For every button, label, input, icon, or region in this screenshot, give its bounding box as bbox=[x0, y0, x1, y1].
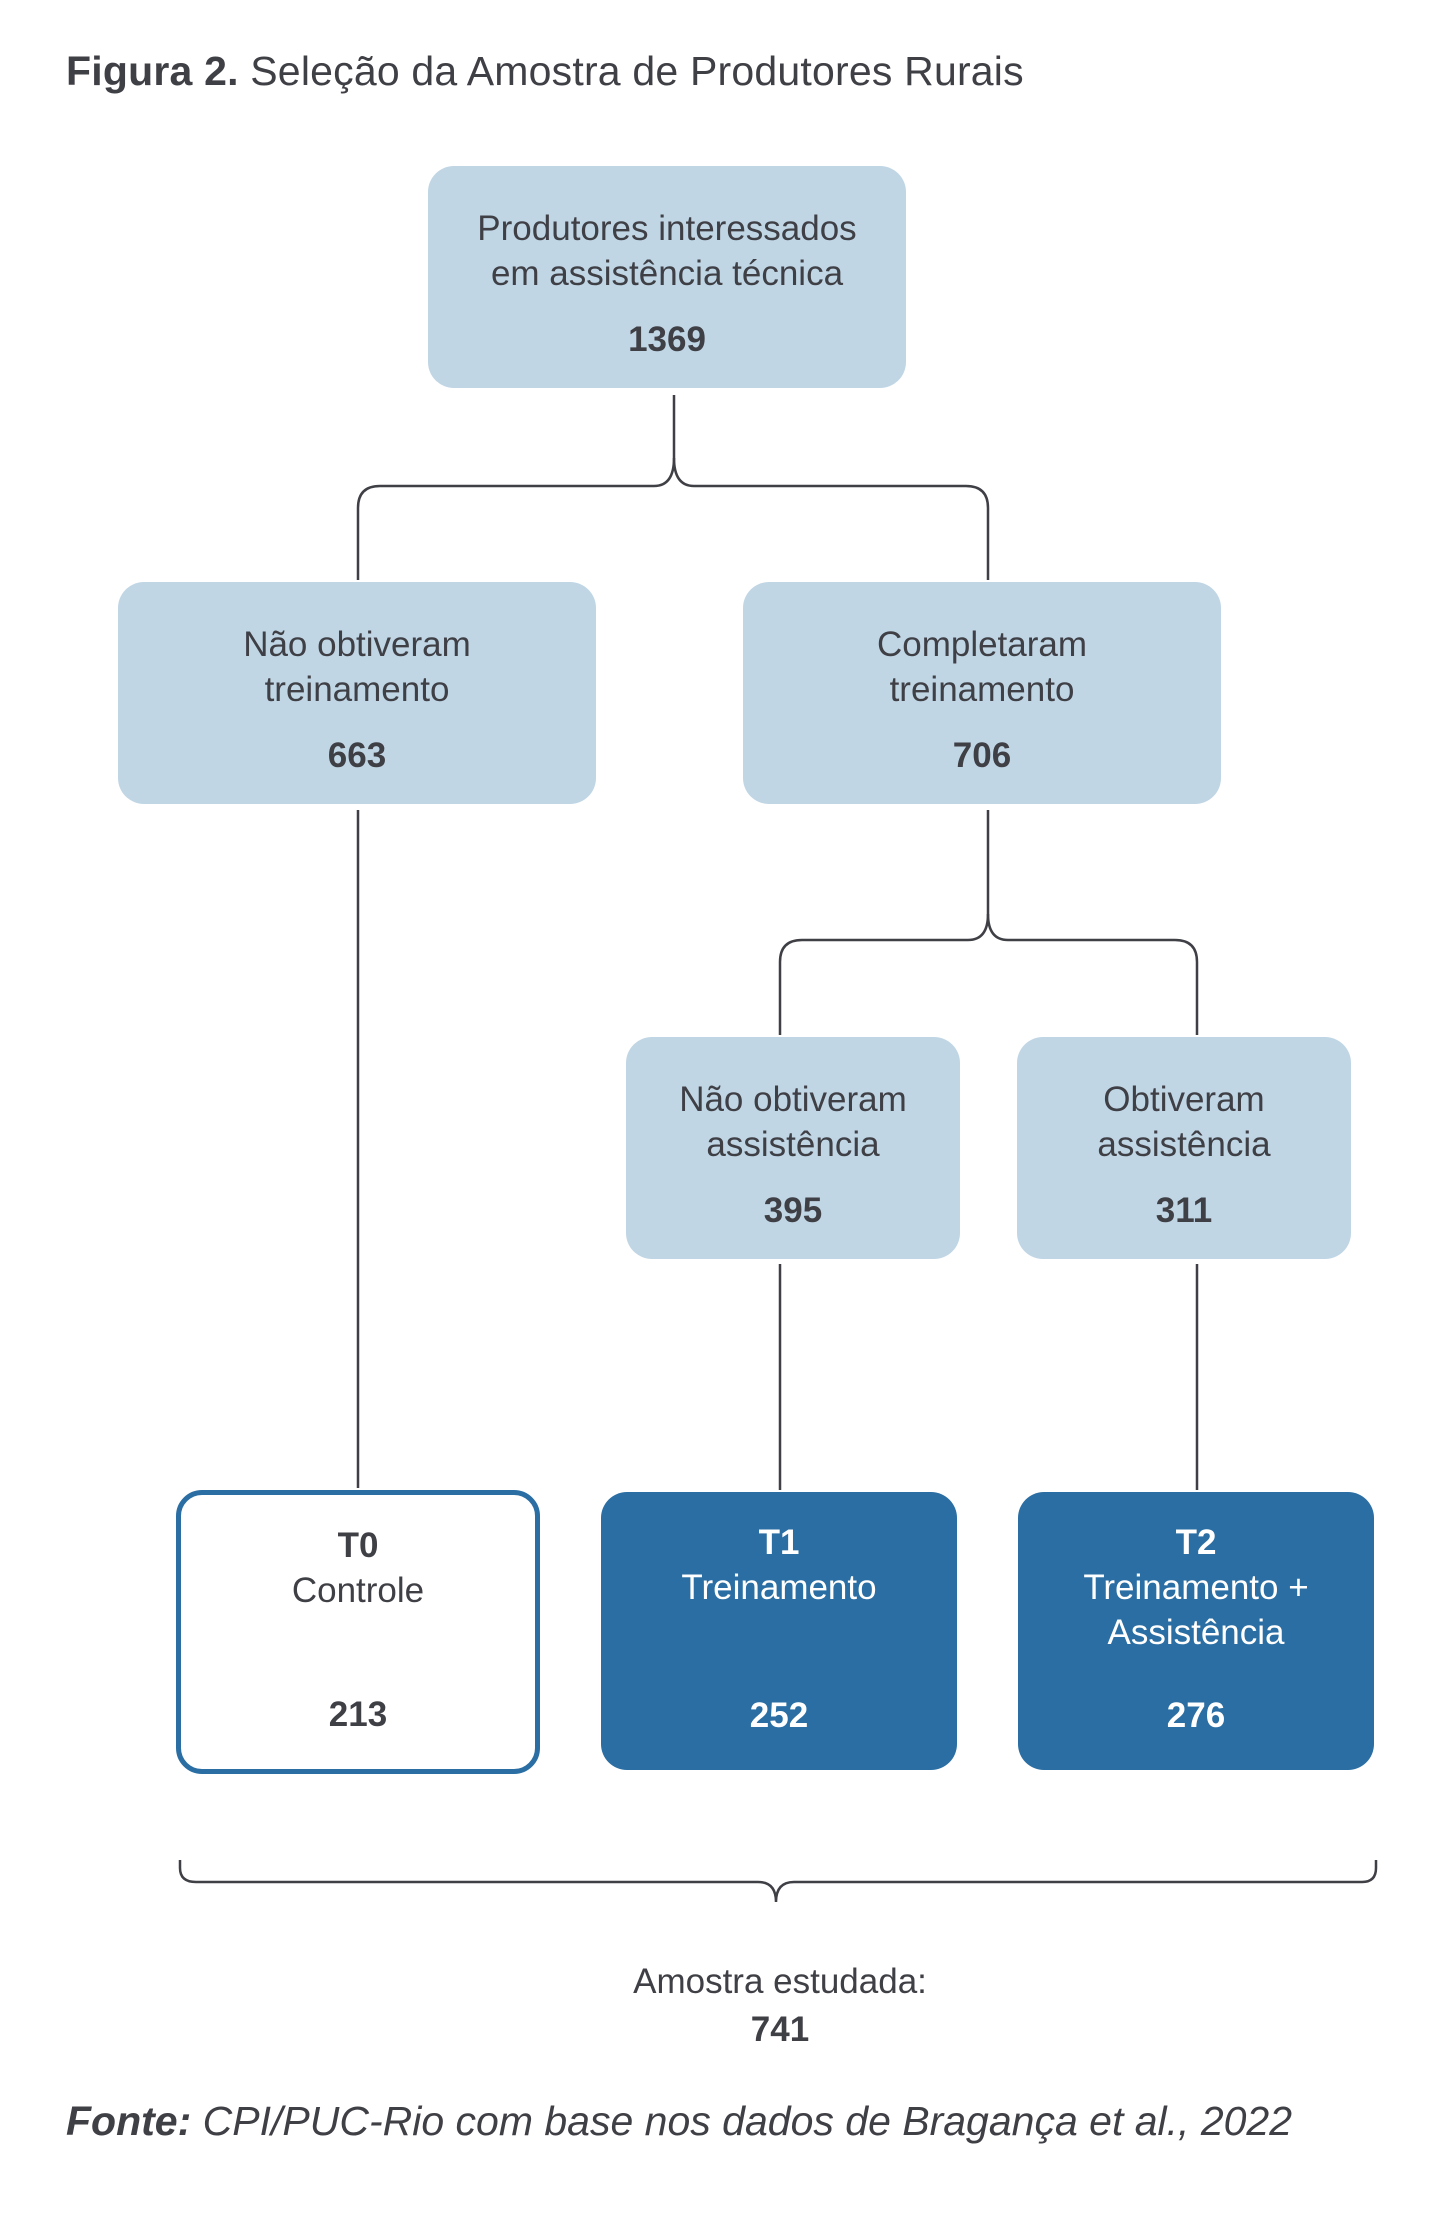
connector-completed bbox=[778, 810, 990, 1035]
group-code: T1 bbox=[758, 1523, 800, 1562]
figure-title: Figura 2. Seleção da Amostra de Produtor… bbox=[66, 48, 1024, 95]
node-count: 311 bbox=[1155, 1191, 1213, 1230]
node-label-line2: treinamento bbox=[889, 670, 1075, 709]
connector-root-right bbox=[672, 457, 990, 580]
group-t1-training: T1 Treinamento 252 bbox=[601, 1492, 957, 1770]
connector-root bbox=[356, 395, 676, 580]
group-t0-control: T0 Controle 213 bbox=[176, 1490, 540, 1774]
group-code: T2 bbox=[1175, 1523, 1217, 1562]
group-label-line1: Treinamento bbox=[681, 1568, 877, 1607]
node-no-training: Não obtiveram treinamento 663 bbox=[118, 582, 596, 804]
group-code: T0 bbox=[337, 1526, 379, 1565]
node-interested-producers: Produtores interessados em assistência t… bbox=[428, 166, 906, 388]
group-count: 252 bbox=[749, 1696, 809, 1735]
node-count: 663 bbox=[327, 736, 387, 775]
node-label-line1: Completaram bbox=[876, 625, 1088, 664]
source-note: Fonte: CPI/PUC-Rio com base nos dados de… bbox=[66, 2098, 1292, 2145]
node-count: 395 bbox=[763, 1191, 823, 1230]
sample-label: Amostra estudada: bbox=[633, 1962, 927, 2001]
node-label-line2: em assistência técnica bbox=[490, 254, 844, 293]
group-label-line2: Assistência bbox=[1107, 1613, 1285, 1652]
node-label-line2: treinamento bbox=[264, 670, 450, 709]
node-got-assistance: Obtiveram assistência 311 bbox=[1017, 1037, 1351, 1259]
node-count: 1369 bbox=[628, 320, 706, 359]
node-label-line1: Obtiveram bbox=[1103, 1080, 1265, 1119]
node-label-line1: Produtores interessados bbox=[477, 209, 857, 248]
figure-number: Figura 2. bbox=[66, 48, 239, 94]
connector-completed-right bbox=[986, 913, 1199, 1035]
group-label-line1: Controle bbox=[291, 1571, 425, 1610]
node-label-line1: Não obtiveram bbox=[679, 1080, 907, 1119]
node-no-assistance: Não obtiveram assistência 395 bbox=[626, 1037, 960, 1259]
node-label-line2: assistência bbox=[706, 1125, 880, 1164]
figure-caption: Seleção da Amostra de Produtores Rurais bbox=[250, 48, 1024, 94]
group-label-line1: Treinamento + bbox=[1083, 1568, 1309, 1607]
group-count: 276 bbox=[1166, 1696, 1226, 1735]
node-completed-training: Completaram treinamento 706 bbox=[743, 582, 1221, 804]
source-text: CPI/PUC-Rio com base nos dados de Bragan… bbox=[202, 2098, 1293, 2144]
source-prefix: Fonte: bbox=[66, 2098, 192, 2144]
node-label-line2: assistência bbox=[1097, 1125, 1271, 1164]
node-label-line1: Não obtiveram bbox=[243, 625, 471, 664]
group-t2-training-assistance: T2 Treinamento + Assistência 276 bbox=[1018, 1492, 1374, 1770]
sample-value: 741 bbox=[750, 2010, 810, 2049]
group-count: 213 bbox=[328, 1695, 388, 1734]
node-count: 706 bbox=[952, 736, 1012, 775]
sample-brace bbox=[178, 1860, 1378, 1903]
